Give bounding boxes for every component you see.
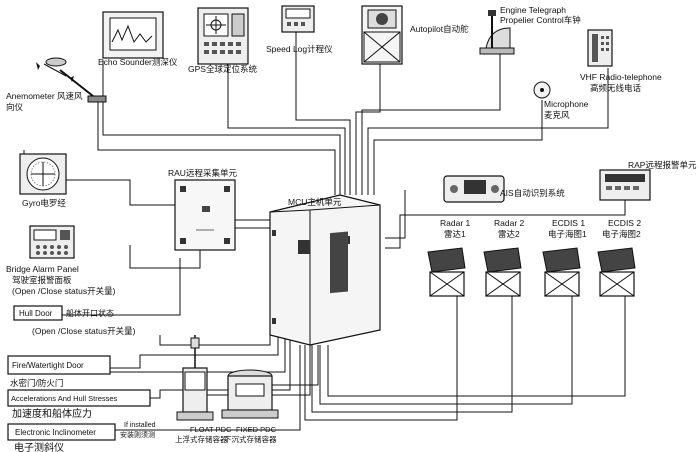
autopilot-label: Autopilot自动舵 bbox=[410, 24, 469, 34]
speed-log: Speed Log计程仪 bbox=[266, 5, 333, 54]
vhf-label-line1: VHF Radio-telephone bbox=[580, 72, 662, 82]
hull-door-label: Hull Door bbox=[19, 309, 53, 318]
fixed-pdc-label-line1: FIXED PDC bbox=[236, 425, 277, 434]
inclinometer-label: Electronic Inclinometer bbox=[15, 428, 96, 437]
gyro-label: Gyro电罗经 bbox=[22, 198, 66, 208]
accelerations-label: Accelerations And Hull Stresses bbox=[11, 394, 118, 403]
ecdis-2-cn: 电子海图2 bbox=[602, 229, 641, 239]
rau-label: RAU远程采集单元 bbox=[168, 168, 237, 178]
bridge-alarm-label-line2: 驾驶室报警面板 bbox=[12, 275, 72, 285]
rap-label: RAP远程报警单元 bbox=[628, 160, 697, 170]
autopilot: Autopilot自动舵 bbox=[361, 5, 469, 65]
float-pdc-label-line1: FLOAT PDC bbox=[190, 425, 232, 434]
rau-unit: RAU远程采集单元 bbox=[168, 168, 237, 251]
if-installed-label-line2: 安装则须测 bbox=[120, 430, 155, 439]
float-pdc: FLOAT PDC 上浮式存储容器 bbox=[175, 335, 232, 444]
ecdis-1-cn: 电子海图1 bbox=[548, 229, 587, 239]
echo-sounder-label: Echo Sounder测深仪 bbox=[98, 57, 178, 67]
status-label-2: (Open /Close status开关量) bbox=[32, 326, 136, 336]
echo-sounder: Echo Sounder测深仪 bbox=[98, 11, 178, 67]
fixed-pdc: FIXED PDC 下沉式存储容器 bbox=[221, 369, 279, 444]
telegraph-label-line1: Engine Telegraph bbox=[500, 5, 566, 15]
anemometer: Anemometer 风速风 向仪 bbox=[6, 57, 107, 112]
anemometer-label-line2: 向仪 bbox=[6, 102, 24, 112]
if-installed-label-line1: If installed bbox=[124, 422, 156, 429]
hull-door-cn-label: 船体开口状态 bbox=[66, 308, 114, 318]
gps-label: GPS全球定位系统 bbox=[188, 64, 257, 74]
radar-2-name: Radar 2 bbox=[494, 218, 525, 228]
inclinometer-cn-label: 电子测斜仪 bbox=[14, 441, 64, 452]
fire-door-cn-label: 水密门/防火门 bbox=[10, 378, 63, 388]
mcu-unit: MCU主机单元 bbox=[269, 194, 381, 346]
microphone-label-line2: 麦克风 bbox=[544, 110, 570, 120]
vhf-label-line2: 高频无线电话 bbox=[590, 83, 642, 93]
status-label-1: (Open /Close status开关量) bbox=[12, 286, 116, 296]
radar-2-cn: 雷达2 bbox=[498, 229, 520, 239]
speed-log-label: Speed Log计程仪 bbox=[266, 44, 333, 54]
fire-door: Fire/Watertight Door 水密门/防火门 bbox=[7, 355, 111, 388]
bridge-alarm-label-line1: Bridge Alarm Panel bbox=[6, 264, 79, 274]
float-pdc-label-line2: 上浮式存储容器 bbox=[175, 434, 228, 444]
fixed-pdc-label-line2: 下沉式存储容器 bbox=[224, 434, 277, 444]
fire-door-label: Fire/Watertight Door bbox=[12, 361, 84, 370]
radar-1: Radar 1 雷达1 bbox=[427, 218, 471, 297]
ecdis-2: ECDIS 2 电子海图2 bbox=[597, 218, 641, 297]
telegraph-label-line2: Propelier Control车钟 bbox=[500, 15, 581, 25]
engine-telegraph: Engine Telegraph Propelier Control车钟 bbox=[479, 5, 581, 55]
ais-label: AIS自动识别系统 bbox=[500, 188, 565, 198]
radar-1-cn: 雷达1 bbox=[444, 229, 466, 239]
vhf-radio: VHF Radio-telephone 高频无线电话 bbox=[580, 29, 662, 93]
accelerations: Accelerations And Hull Stresses 加速度和船体应力 bbox=[7, 389, 151, 420]
mcu-label: MCU主机单元 bbox=[288, 197, 342, 207]
gps: GPS全球定位系统 bbox=[188, 7, 257, 74]
hull-door: Hull Door 船体开口状态 (Open /Close status开关量) bbox=[13, 305, 136, 336]
ais: AIS自动识别系统 bbox=[443, 175, 565, 203]
ecdis-1: ECDIS 1 电子海图1 bbox=[542, 218, 587, 297]
accelerations-cn-label: 加速度和船体应力 bbox=[12, 407, 92, 420]
anemometer-label-line1: Anemometer 风速风 bbox=[6, 91, 83, 101]
ecdis-1-name: ECDIS 1 bbox=[552, 218, 585, 228]
radar-2: Radar 2 雷达2 bbox=[483, 218, 525, 297]
rap: RAP远程报警单元 bbox=[599, 160, 697, 201]
gyro-compass: Gyro电罗经 bbox=[19, 153, 67, 208]
microphone-label-line1: Microphone bbox=[544, 99, 589, 109]
microphone: Microphone 麦克风 bbox=[533, 81, 589, 120]
inclinometer: Electronic Inclinometer 电子测斜仪 If install… bbox=[7, 422, 156, 452]
ecdis-2-name: ECDIS 2 bbox=[608, 218, 641, 228]
bridge-alarm-panel: Bridge Alarm Panel 驾驶室报警面板 (Open /Close … bbox=[6, 225, 116, 296]
radar-1-name: Radar 1 bbox=[440, 218, 471, 228]
